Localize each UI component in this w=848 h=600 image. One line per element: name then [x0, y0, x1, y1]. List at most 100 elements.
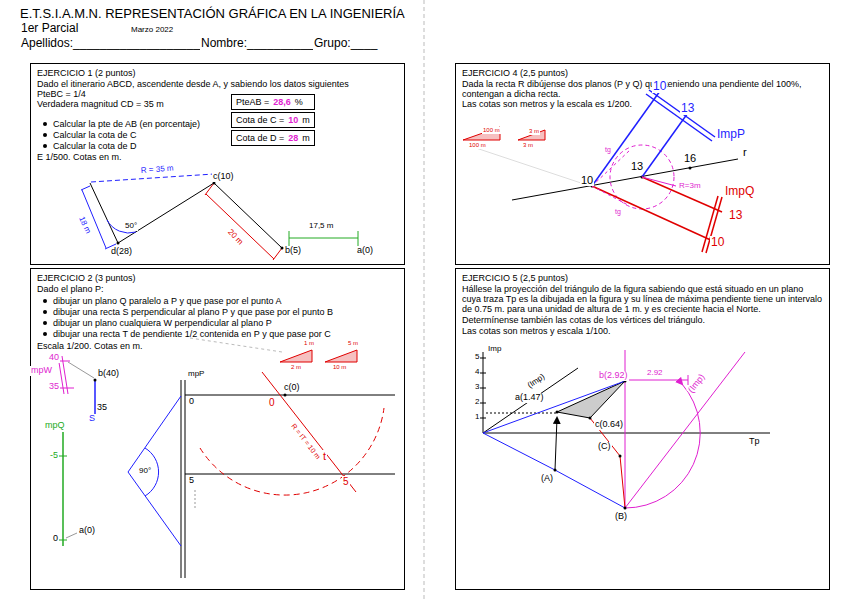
figure-label: R = 35 m [140, 165, 175, 176]
figure-label: S [88, 414, 96, 424]
exercise-text: Dado el plano P: [37, 284, 398, 294]
figure-label: 10 [710, 236, 725, 249]
figure-label: 20 m [225, 227, 245, 247]
figure-label: 5 [188, 476, 195, 486]
figure-label: 1 [474, 413, 480, 422]
answer-box: Cota de D =28m [231, 130, 315, 146]
figure-label: c(10) [212, 172, 235, 182]
figure-label: 5 m [347, 340, 359, 347]
exercise-text: Calcular la cota de C [37, 130, 398, 140]
figure-label: 13 [680, 102, 695, 115]
figure-label: 100 m [468, 142, 487, 149]
exercise-text: Calcular la cota de D [37, 141, 398, 151]
figure-label: a(1.47) [514, 393, 545, 403]
figure-label: (Imp) [526, 372, 548, 391]
answer-label: m [302, 115, 310, 125]
figure-label: c(0) [283, 383, 301, 393]
figure-label: 1 m [303, 340, 315, 347]
exam-title: E.T.S.I.A.M.N. REPRESENTACIÓN GRÁFICA EN… [20, 6, 405, 21]
answer-box: PteAB = 28,6% [231, 94, 315, 110]
answer-label: % [295, 97, 303, 107]
figure-label: -5 [49, 451, 59, 461]
exercise-panel: EJERCICIO 5 (2,5 puntos)Hállese la proye… [455, 268, 830, 590]
figure-label: R=3m [678, 182, 702, 191]
answer-value: 28,6 [273, 97, 291, 107]
exercise-heading: EJERCICIO 5 (2,5 puntos) [462, 273, 823, 283]
exercise-text: Las cotas son metros y la escala es 1/20… [462, 99, 823, 109]
figure-label: 5 [474, 353, 480, 362]
exercise-text: dibujar un plano cualquiera W perpendicu… [37, 318, 398, 328]
answer-label: PteAB = [236, 97, 269, 107]
figure-label: 2.92 [646, 369, 664, 378]
exercise-text: dibujar un plano Q paralelo a P y que pa… [37, 296, 398, 306]
bullet-dot [43, 122, 47, 126]
figure-label: Imp [487, 345, 502, 354]
header-field: Apellidos:____________________ [20, 37, 208, 50]
exercise-text: Escala 1/200. Cotas en m. [37, 341, 398, 351]
figure-label: 0 [52, 534, 59, 544]
figure-label: 10 [652, 80, 667, 93]
figure-label: c(0.64) [594, 420, 624, 430]
figure-label: 0 [268, 397, 276, 408]
answer-value: 28 [288, 133, 298, 143]
figure-label: 35 [96, 403, 108, 413]
figure-label: ImpQ [724, 185, 755, 198]
exercise-text: dibujar una recta S perpendicular al pla… [37, 307, 398, 317]
exercise-text: dibujar una recta T de pendiente 1/2 con… [37, 329, 398, 339]
figure-label: 35 [48, 382, 60, 392]
exercise-text: Las cotas son metros y escala 1/100. [462, 326, 823, 336]
bullet-dot [43, 133, 47, 137]
exercise-panel: EJERCICIO 2 (3 puntos)Dado el plano P: di… [30, 268, 405, 590]
answer-box: Cota de C = 10 m [231, 112, 315, 128]
figure-label: 13 [728, 209, 743, 222]
bullet-dot [43, 310, 47, 314]
exercise-text: Verdadera magnitud CD = 35 m [37, 99, 398, 109]
bullet-dot [43, 144, 47, 148]
answer-label: m [302, 133, 310, 143]
figure-label: b(5) [284, 246, 302, 256]
figure-label: 3 [474, 383, 480, 392]
exercise-text: E 1/500. Cotas en m. [37, 152, 398, 162]
header-field: Marzo 2022 [130, 26, 174, 35]
exercise-text: Dado el itinerario ABCD, ascendente desd… [37, 79, 398, 89]
figure-label: b(40) [97, 369, 120, 379]
exercise-heading: EJERCICIO 4 (2,5 puntos) [462, 68, 823, 78]
figure-label: 18 m [76, 215, 92, 237]
figure-label: 10 [580, 174, 594, 186]
figure-label: d(28) [110, 247, 133, 257]
bullet-dot [43, 321, 47, 325]
header-field: Grupo:____ [313, 37, 378, 50]
planes-figure [56, 338, 395, 578]
figure-label: 10 m [332, 364, 347, 371]
exercise-text: Dada la recta R dibújense dos planos (P … [462, 79, 823, 99]
figure-label: 13 [630, 160, 644, 172]
page-divider [424, 0, 425, 600]
figure-label: a(0) [356, 246, 374, 256]
answer-value: 10 [288, 115, 298, 125]
exercise-text: Determínense también las cotas de los vé… [462, 315, 823, 325]
figure-label: 50° [124, 222, 138, 231]
figure-label: ImpP [716, 128, 746, 141]
figure-label: (A) [540, 474, 554, 484]
answer-label: Cota de C = [236, 115, 284, 125]
figure-label: 5 [342, 476, 350, 487]
line-planes-figure [463, 90, 738, 253]
bullet-dot [43, 332, 47, 336]
figure-label: 3 m [528, 128, 540, 135]
figure-label: mpP [187, 370, 205, 379]
figure-label: 0 [188, 397, 195, 407]
figure-label: t [322, 450, 327, 462]
figure-label: 40 [48, 353, 60, 363]
itinerary-figure [81, 174, 358, 260]
figure-label: 4 [474, 368, 480, 377]
figure-label: (C) [597, 442, 612, 452]
figure-label: (Imp) [686, 372, 708, 396]
exercise-heading: EJERCICIO 1 (2 puntos) [37, 68, 398, 78]
exercise-heading: EJERCICIO 2 (3 puntos) [37, 273, 398, 283]
figure-label: 90° [138, 467, 152, 476]
figure-label: 16 [683, 152, 697, 164]
figure-label: r [742, 146, 748, 158]
triangle-figure [480, 350, 770, 510]
header-field: Nombre:__________ [200, 37, 315, 50]
figure-label: 17,5 m [308, 222, 334, 231]
